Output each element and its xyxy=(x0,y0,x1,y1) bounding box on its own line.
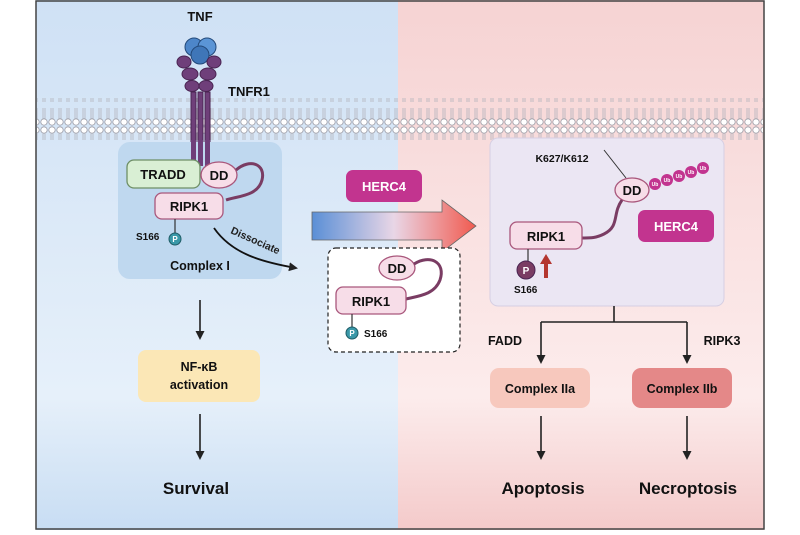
tradd-box xyxy=(126,159,201,189)
ripk1-label-complex: RIPK1 xyxy=(527,229,565,244)
tnf-label: TNF xyxy=(187,9,212,24)
tradd-label: TRADD xyxy=(140,167,186,182)
phospho-p-free: P xyxy=(349,329,355,338)
complex2b-label: Complex IIb xyxy=(647,382,718,396)
ripk1-linker-complex xyxy=(579,199,624,240)
ripk1-linker-free xyxy=(401,258,443,302)
necroptosis-label: Necroptosis xyxy=(639,479,737,498)
dd-domain-free xyxy=(378,255,416,281)
ripk1-linker-complex1 xyxy=(225,162,265,202)
apoptosis-label: Apoptosis xyxy=(501,479,584,498)
survival-label: Survival xyxy=(163,479,229,498)
herc4-label-top: HERC4 xyxy=(362,179,407,194)
phospho-p-complex1: P xyxy=(172,235,178,244)
dd-domain-complex xyxy=(614,177,650,203)
ubiquitin-chain: Ub Ub Ub Ub Ub xyxy=(649,162,709,190)
dd-label-free: DD xyxy=(388,261,407,276)
nfkb-label-line1: NF-κB xyxy=(181,360,218,374)
k627-label: K627/K612 xyxy=(535,153,588,165)
cell-membrane xyxy=(37,98,763,140)
ripk1-label-free: RIPK1 xyxy=(352,294,390,309)
ripk3-label: RIPK3 xyxy=(704,334,741,348)
phospho-icon-free xyxy=(345,326,359,340)
tnf-ligand xyxy=(184,37,217,65)
s166-label-complex1: S166 xyxy=(136,232,160,243)
ub-label-5: Ub xyxy=(700,166,707,172)
ripk1-box-complex xyxy=(509,221,583,250)
dd-domain-complex1 xyxy=(200,161,238,189)
dd-label-complex: DD xyxy=(623,183,642,198)
ripk1-label-complex1: RIPK1 xyxy=(170,199,208,214)
complex2a-label: Complex IIa xyxy=(505,382,576,396)
figure-border xyxy=(35,0,765,530)
phospho-icon-complex xyxy=(516,260,536,280)
ripk1-box-free xyxy=(335,286,407,315)
ub-label-4: Ub xyxy=(688,170,695,176)
ub-label-2: Ub xyxy=(664,178,671,184)
herc4-label-complex: HERC4 xyxy=(654,219,699,234)
phospho-icon-complex1 xyxy=(168,232,182,246)
nfkb-box xyxy=(138,350,260,402)
complex2a-box xyxy=(490,368,590,408)
s166-label-complex: S166 xyxy=(514,285,538,296)
fadd-label: FADD xyxy=(488,334,522,348)
nfkb-label-line2: activation xyxy=(170,378,228,392)
tnfr1-label: TNFR1 xyxy=(228,84,270,99)
herc4-box-complex xyxy=(638,210,714,242)
ub-label-1: Ub xyxy=(652,182,659,188)
herc4-transition-arrow xyxy=(311,199,477,253)
tnfr1-receptor xyxy=(176,55,222,151)
dissociate-arrow xyxy=(213,227,298,272)
phospho-p-complex: P xyxy=(523,266,530,277)
dd-label-complex1: DD xyxy=(210,168,229,183)
ub-label-3: Ub xyxy=(676,174,683,180)
complex1-label: Complex I xyxy=(170,259,230,273)
complex2b-box xyxy=(632,368,732,408)
ripk1-box-complex1 xyxy=(154,192,224,220)
herc4-box-top xyxy=(346,170,422,202)
up-arrow-icon xyxy=(540,254,552,278)
s166-label-free: S166 xyxy=(364,329,388,340)
